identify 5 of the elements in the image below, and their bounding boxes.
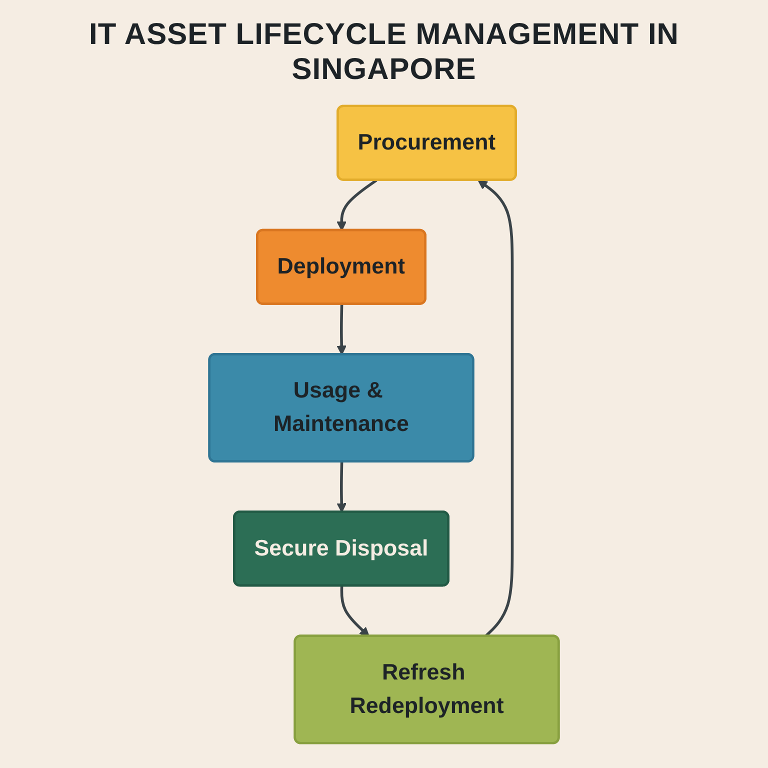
arrow	[340, 586, 370, 637]
arrow	[336, 179, 378, 232]
diagram-title: IT ASSET LIFECYCLE MANAGEMENT IN SINGAPORE	[88, 18, 680, 87]
arrow	[336, 304, 347, 356]
arrow	[336, 462, 347, 513]
